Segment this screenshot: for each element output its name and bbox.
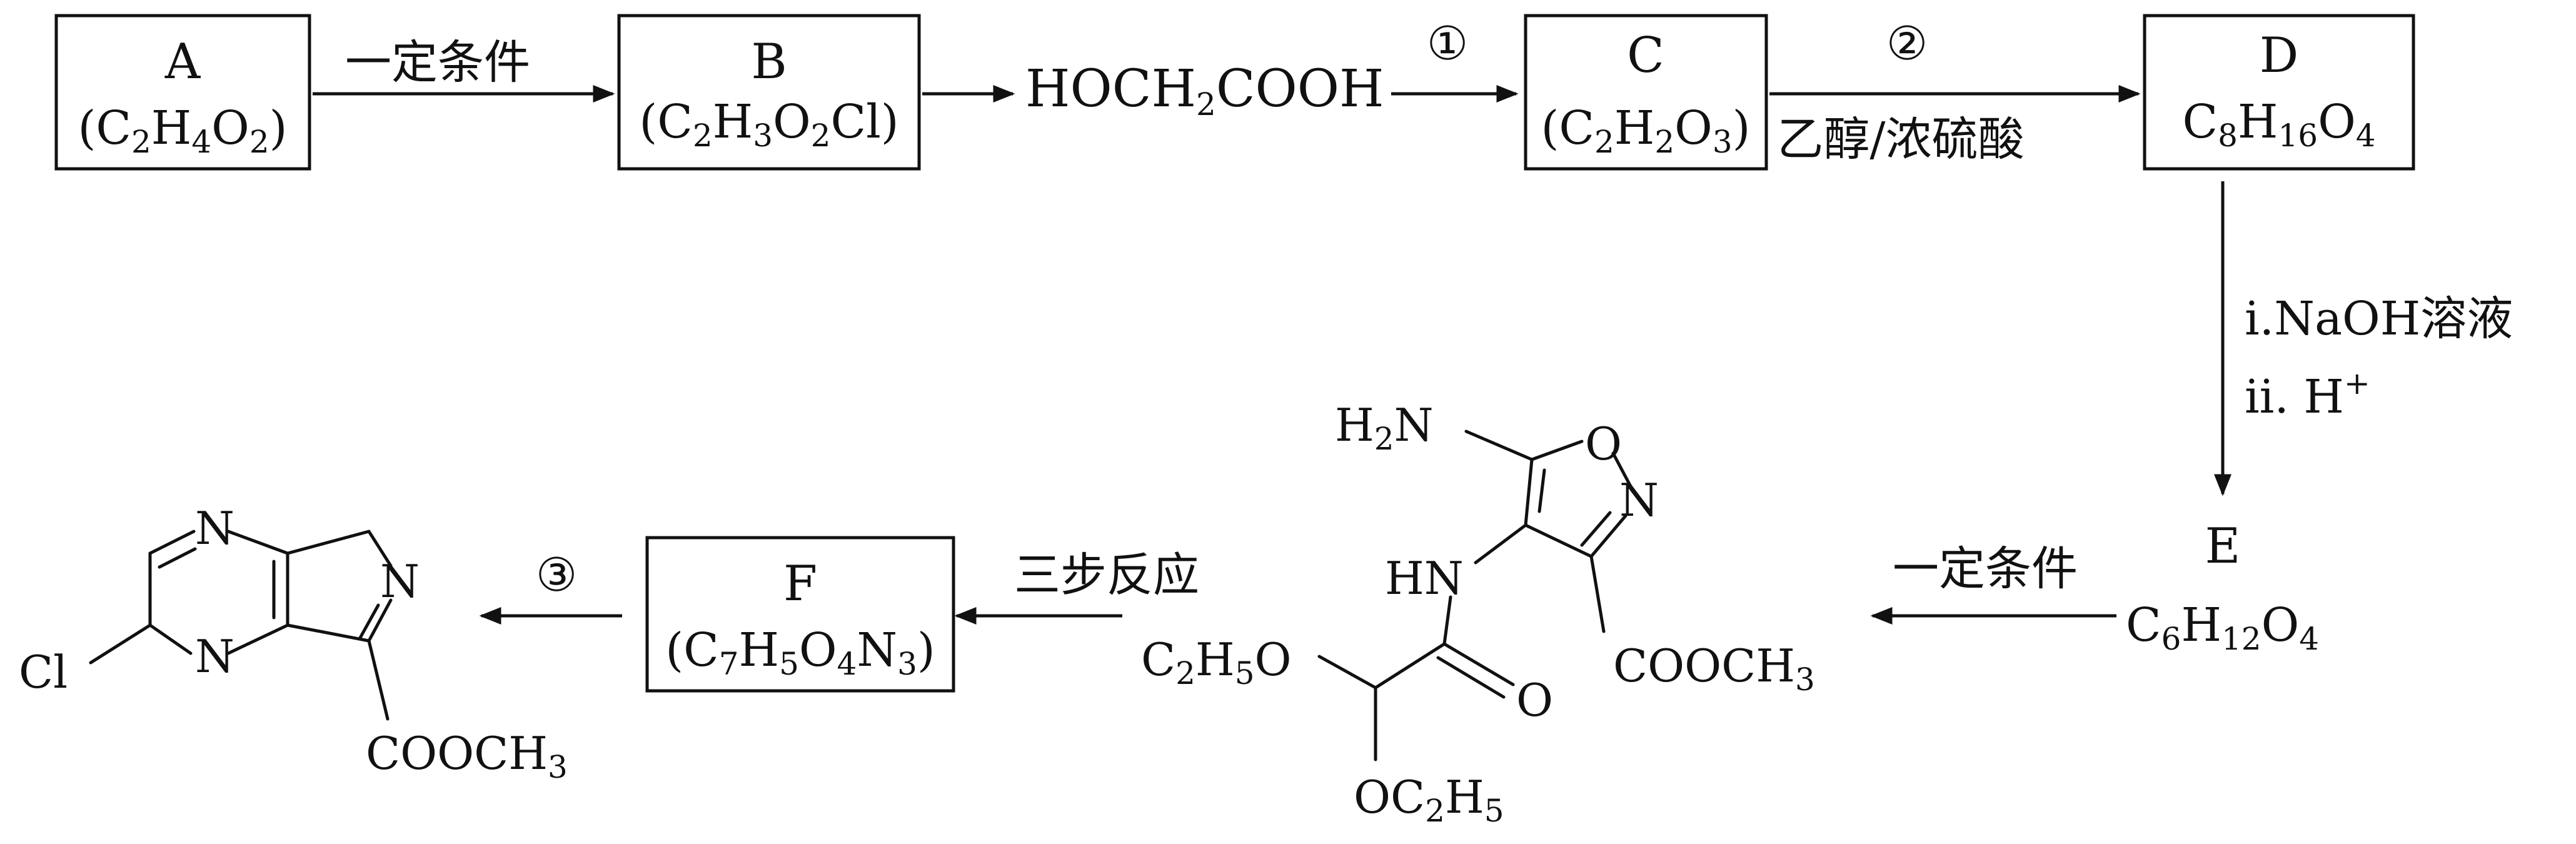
step-3-marker: ③ [536,548,577,602]
pyrazine-nitrogen-top: N [195,502,234,555]
box-f-formula: (C7H5O4N3) [665,623,935,682]
pyrrolopyrazine-product-structure: N N N Cl COOCH3 [19,502,568,785]
bond [1589,555,1606,633]
bond [1474,523,1527,565]
pyrroline-nitrogen: N [380,555,420,608]
box-a [54,14,311,171]
bond [1611,451,1633,488]
bond [1580,511,1612,547]
box-b-formula: (C2H3O2Cl) [639,95,898,154]
bond [226,623,289,655]
bond [367,639,390,721]
condition-a-to-b: 一定条件 [345,36,530,89]
box-b [617,14,921,171]
step-2-marker: ② [1886,17,1928,71]
glycolic-acid-formula: HOCH2COOH [1025,59,1384,123]
compound-e-formula: C6H12O4 [2126,598,2319,657]
bond [158,547,197,569]
box-a-letter: A [164,34,201,90]
pyrazine-nitrogen-bottom: N [195,630,234,683]
bond [286,530,371,555]
bond [226,530,289,555]
box-c-formula: (C2H2O3) [1541,101,1750,160]
chlorine-label: Cl [19,646,68,698]
bond [286,623,371,643]
step-1-marker: ① [1427,17,1468,71]
compound-e-letter: E [2205,518,2241,575]
box-f-letter: F [783,556,817,612]
bond [89,623,152,665]
bond [1442,595,1452,646]
isoxazole-intermediate-structure: H2N O N HN COOCH3 O C2H5O OC2H5 [1141,399,1815,829]
bond [1524,523,1593,558]
condition-d-to-e-2: ii. H+ [2245,365,2370,424]
ethoxy-bottom-label: OC2H5 [1354,771,1504,829]
bond [1537,468,1546,513]
ethoxy-left-label: C2H5O [1141,633,1292,691]
bond [1530,440,1584,461]
nh-label: HN [1385,552,1464,605]
amino-group-label: H2N [1335,399,1434,457]
ring-oxygen-label: O [1585,418,1622,470]
methyl-ester-label: COOCH3 [1613,640,1815,698]
box-d-letter: D [2260,28,2299,84]
bond [148,623,193,655]
bond [1524,458,1534,527]
box-f [645,536,955,693]
condition-middle-to-f: 三步反应 [1014,548,1199,602]
bond [367,530,393,568]
bond [1317,655,1377,690]
bond [1464,430,1534,461]
box-c-letter: C [1627,28,1664,84]
box-a-formula: (C2H4O2) [78,101,287,160]
bond [1589,514,1628,558]
bond [367,598,393,643]
condition-c-to-d: 乙醇/浓硫酸 [1778,113,2025,166]
carbonyl-oxygen-label: O [1516,674,1553,726]
box-b-letter: B [751,34,787,90]
condition-e-to-middle: 一定条件 [1893,542,2078,596]
bond [1442,642,1515,686]
condition-d-to-e-1: i.NaOH溶液 [2245,292,2513,346]
bond [148,530,196,555]
ring-nitrogen-label: N [1619,474,1659,526]
box-c [1524,14,1768,171]
bond [1374,642,1446,690]
bond [358,603,380,641]
product-ester-label: COOCH3 [366,727,568,785]
box-d-formula: C8H16O4 [2182,95,2375,154]
bond [1436,656,1506,699]
box-d [2143,14,2415,171]
